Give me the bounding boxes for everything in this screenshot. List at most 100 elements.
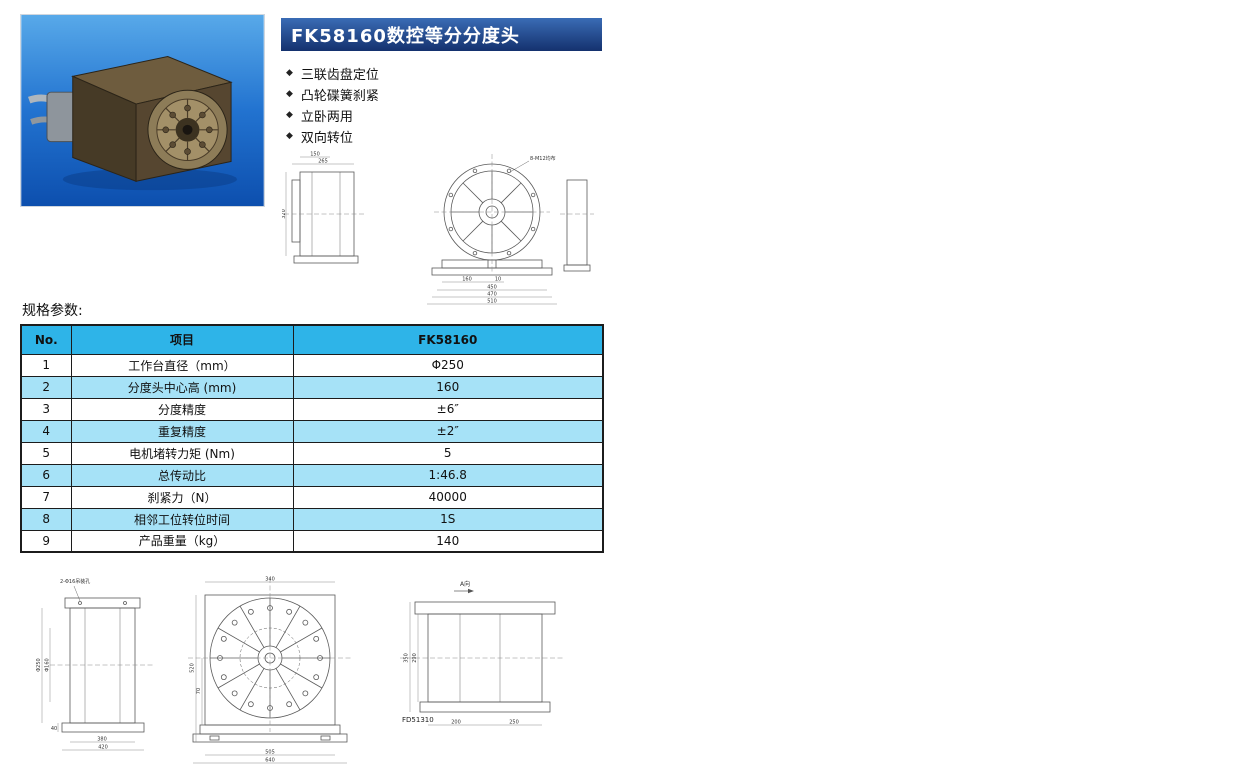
dim-label: 265 <box>318 159 328 165</box>
dim-label: 420 <box>98 745 108 751</box>
dim-label: 10 <box>495 277 501 283</box>
dim-label: 510 <box>487 299 497 305</box>
lift-holes-note-label: 2-Φ16吊装孔 <box>60 578 90 585</box>
feature-text: 立卧两用 <box>300 109 353 125</box>
spec-value-cell: 40000 <box>292 485 604 509</box>
diamond-bullet-icon: ◆ <box>286 109 293 120</box>
feature-item: ◆ 双向转位 <box>286 129 379 146</box>
feature-item: ◆ 立卧两用 <box>286 108 379 125</box>
dim-label: 290 <box>412 653 418 663</box>
top-side-view-dims <box>285 156 354 256</box>
top-right-profile-view <box>563 179 591 272</box>
spec-value-cell: 1S <box>292 507 604 531</box>
row-number-cell: 1 <box>20 353 72 377</box>
bottom-side-view-right <box>414 601 556 713</box>
spec-item-cell: 工作台直径（mm） <box>70 353 294 377</box>
technical-drawing-bottom: 2-Φ16吊装孔 Φ250 Φ160 380 420 40 <box>36 577 565 764</box>
holes-note-label: 8-M12均布 <box>530 155 556 162</box>
table-header-row: No. 项目 FK58160 <box>20 324 604 355</box>
spec-item-cell: 刹紧力（N） <box>70 485 294 509</box>
table-header-model: FK58160 <box>292 324 604 355</box>
machine-shadow <box>62 168 238 191</box>
spec-value-cell: 160 <box>292 375 604 399</box>
dim-label: 450 <box>487 285 497 291</box>
top-side-view <box>291 171 359 264</box>
dim-label: 40 <box>51 726 57 732</box>
row-number-cell: 8 <box>20 507 72 531</box>
feature-item: ◆ 三联齿盘定位 <box>286 66 379 83</box>
bottom-front-view-dims <box>193 581 347 764</box>
dim-label: 70 <box>196 688 202 694</box>
rim-holes <box>448 168 536 256</box>
row-number-cell: 6 <box>20 463 72 487</box>
specs-label: 规格参数: <box>22 303 83 319</box>
dim-label: 350 <box>404 653 410 663</box>
row-number-cell: 9 <box>20 529 72 553</box>
spec-value-cell: ±2″ <box>292 419 604 443</box>
spec-value-cell: 140 <box>292 529 604 553</box>
row-number-cell: 4 <box>20 419 72 443</box>
feature-text: 三联齿盘定位 <box>300 67 379 83</box>
spec-item-cell: 重复精度 <box>70 419 294 443</box>
dim-label: 505 <box>265 750 275 756</box>
spec-item-cell: 分度精度 <box>70 397 294 421</box>
spec-value-cell: ±6″ <box>292 397 604 421</box>
row-number-cell: 5 <box>20 441 72 465</box>
view-a-arrow-icon <box>454 588 474 594</box>
diamond-bullet-icon: ◆ <box>286 88 293 99</box>
dim-label: 250 <box>509 720 519 726</box>
spec-value-cell: 5 <box>292 441 604 465</box>
dim-label: 340 <box>265 577 275 583</box>
table-header-item: 项目 <box>70 324 294 355</box>
dim-label: 470 <box>487 292 497 298</box>
spec-item-cell: 相邻工位转位时间 <box>70 507 294 531</box>
dim-label: 200 <box>451 720 461 726</box>
table-header-no: No. <box>20 324 72 355</box>
feature-text: 凸轮碟簧刹紧 <box>300 88 379 104</box>
faceplate <box>147 89 228 170</box>
dim-label: 380 <box>97 737 107 743</box>
drawing-code-label: FD51310 <box>402 716 434 724</box>
product-title-banner: FK58160数控等分分度头 <box>281 18 602 51</box>
feature-text: 双向转位 <box>300 130 353 146</box>
spec-value-cell: Φ250 <box>292 353 604 377</box>
dim-label: 320 <box>282 209 287 219</box>
diamond-bullet-icon: ◆ <box>286 130 293 141</box>
product-title: FK58160数控等分分度头 <box>291 25 520 47</box>
spec-item-cell: 电机堵转力矩 (Nm) <box>70 441 294 465</box>
dim-label: Φ160 <box>45 658 51 671</box>
spec-item-cell: 产品重量（kg） <box>70 529 294 553</box>
product-photo-image <box>21 15 264 206</box>
top-front-view-dims <box>427 281 557 305</box>
spec-value-cell: 1:46.8 <box>292 463 604 487</box>
diamond-bullet-icon: ◆ <box>286 67 293 78</box>
bottom-side-view-left <box>61 585 145 733</box>
feature-list: ◆ 三联齿盘定位 ◆ 凸轮碟簧刹紧 ◆ 立卧两用 ◆ 双向转位 <box>286 66 379 150</box>
bottom-left-view-dims <box>41 608 144 751</box>
row-number-cell: 7 <box>20 485 72 509</box>
dim-label: 640 <box>265 758 275 764</box>
spec-item-cell: 总传动比 <box>70 463 294 487</box>
feature-item: ◆ 凸轮碟簧刹紧 <box>286 87 379 104</box>
dim-label: 160 <box>462 277 472 283</box>
view-a-label: A向 <box>460 580 470 588</box>
spec-item-cell: 分度头中心高 (mm) <box>70 375 294 399</box>
dim-label: Φ250 <box>36 658 42 671</box>
dim-label: 150 <box>310 152 320 158</box>
product-photo <box>20 14 265 207</box>
technical-drawing-top: 150 265 320 <box>282 152 594 305</box>
row-number-cell: 2 <box>20 375 72 399</box>
row-number-cell: 3 <box>20 397 72 421</box>
